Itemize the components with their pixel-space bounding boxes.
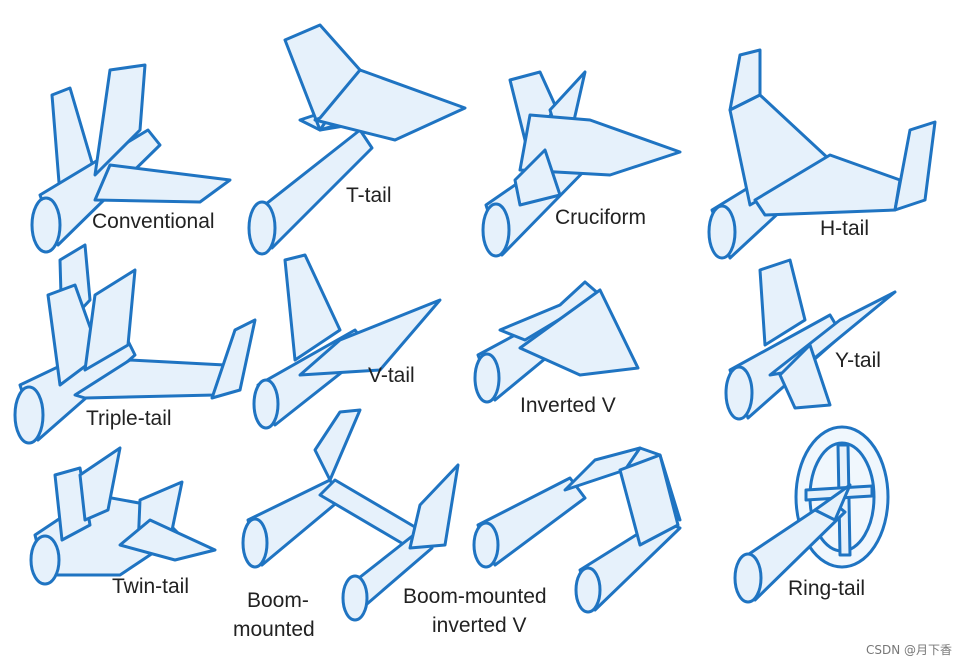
boom-mounted-inverted-v-tail-figure [472,446,682,614]
label-ring-tail: Ring-tail [788,577,865,600]
boom-mounted-tail-figure [241,408,460,622]
label-h-tail: H-tail [820,217,869,240]
label-conventional: Conventional [92,210,215,233]
t-tail-figure [247,23,467,256]
label-t-tail: T-tail [346,184,392,207]
label-boom-mounted-inverted-v-line2: inverted V [432,614,527,637]
ring-tail-figure [733,425,890,604]
triple-tail-figure [13,243,257,445]
inverted-v-tail-figure [473,280,640,404]
watermark: CSDN @月下香 [866,643,952,657]
y-tail-figure [724,258,897,421]
cruciform-tail-figure [481,70,682,258]
label-boom-mounted-line1: Boom- [247,589,309,612]
label-twin-tail: Twin-tail [112,575,189,598]
v-tail-figure [252,253,442,430]
label-boom-mounted-line2: mounted [233,618,315,641]
label-y-tail: Y-tail [835,349,881,372]
label-inverted-v: Inverted V [520,394,616,417]
conventional-tail-figure [30,63,232,254]
h-tail-figure [707,48,937,260]
twin-tail-figure [29,446,217,586]
label-boom-mounted-inverted-v-line1: Boom-mounted [403,585,547,608]
label-triple-tail: Triple-tail [86,407,172,430]
label-cruciform: Cruciform [555,206,646,229]
label-v-tail: V-tail [368,364,415,387]
